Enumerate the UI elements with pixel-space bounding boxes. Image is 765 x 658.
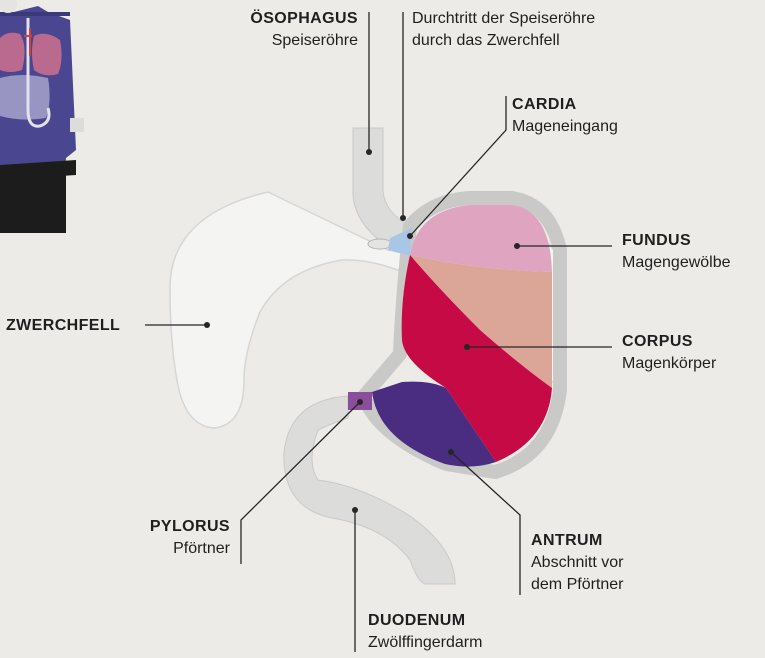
label-corpus: CORPUS Magenkörper <box>622 331 716 375</box>
label-antrum: ANTRUM Abschnitt vor dem Pförtner <box>531 530 623 596</box>
pylorus-subtitle: Pförtner <box>110 538 230 560</box>
pylorus-title: PYLORUS <box>110 516 230 538</box>
label-oesophagus: ÖSOPHAGUS Speiseröhre <box>220 8 358 52</box>
oesophagus-title: ÖSOPHAGUS <box>220 8 358 30</box>
zwerchfell-title: ZWERCHFELL <box>6 315 120 337</box>
durchtritt-line2: durch das Zwerchfell <box>412 30 595 52</box>
fundus-title: FUNDUS <box>622 230 731 252</box>
duodenum-title: DUODENUM <box>368 610 482 632</box>
cardia-subtitle: Mageneingang <box>512 116 618 138</box>
cardia-title: CARDIA <box>512 94 618 116</box>
antrum-subtitle-1: Abschnitt vor <box>531 552 623 574</box>
fundus-subtitle: Magengewölbe <box>622 252 731 274</box>
oesophagus-subtitle: Speiseröhre <box>220 30 358 52</box>
label-duodenum: DUODENUM Zwölffingerdarm <box>368 610 482 654</box>
corpus-title: CORPUS <box>622 331 716 353</box>
label-fundus: FUNDUS Magengewölbe <box>622 230 731 274</box>
label-cardia: CARDIA Mageneingang <box>512 94 618 138</box>
corpus-subtitle: Magenkörper <box>622 353 716 375</box>
label-pylorus: PYLORUS Pförtner <box>110 516 230 560</box>
label-durchtritt: Durchtritt der Speiseröhre durch das Zwe… <box>412 8 595 52</box>
label-zwerchfell: ZWERCHFELL <box>6 315 120 337</box>
human-figure-icon <box>0 0 84 233</box>
durchtritt-line1: Durchtritt der Speiseröhre <box>412 8 595 30</box>
duodenum-subtitle: Zwölffingerdarm <box>368 632 482 654</box>
antrum-subtitle-2: dem Pförtner <box>531 574 623 596</box>
antrum-title: ANTRUM <box>531 530 623 552</box>
